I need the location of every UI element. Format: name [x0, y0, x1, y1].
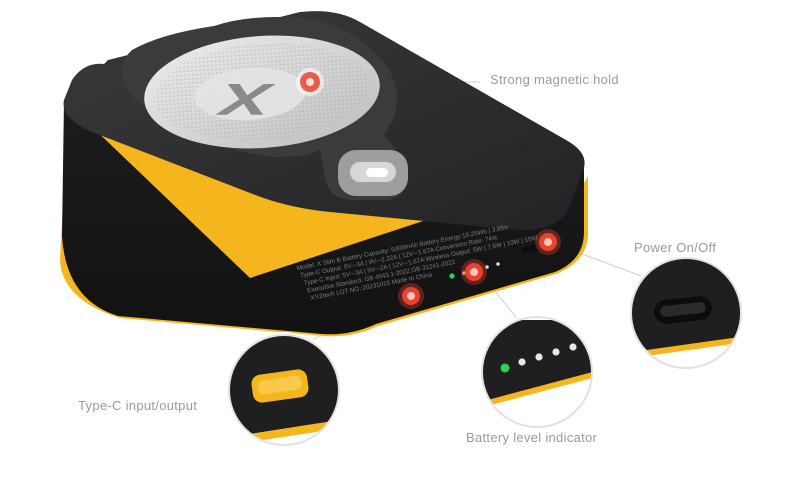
callout-battery-indicator: Battery level indicator — [466, 430, 598, 445]
zoom-battery-indicator — [479, 314, 595, 430]
hotspot-power[interactable] — [535, 229, 561, 255]
zoom-power-button — [628, 255, 744, 371]
hotspot-magnetic[interactable] — [296, 68, 324, 96]
hotspot-typec[interactable] — [398, 283, 424, 309]
callout-typec-port: Type-C input/output — [78, 398, 198, 413]
hotspot-battery[interactable] — [461, 259, 487, 285]
power-bank: Model: X Slim B Battery Capacity: 5000mA… — [60, 11, 588, 337]
callout-magnetic-hold: Strong magnetic hold — [490, 72, 619, 87]
callout-power-button: Power On/Off — [634, 240, 717, 255]
zoom-typec-port — [226, 332, 342, 448]
brand-logo — [215, 84, 276, 115]
